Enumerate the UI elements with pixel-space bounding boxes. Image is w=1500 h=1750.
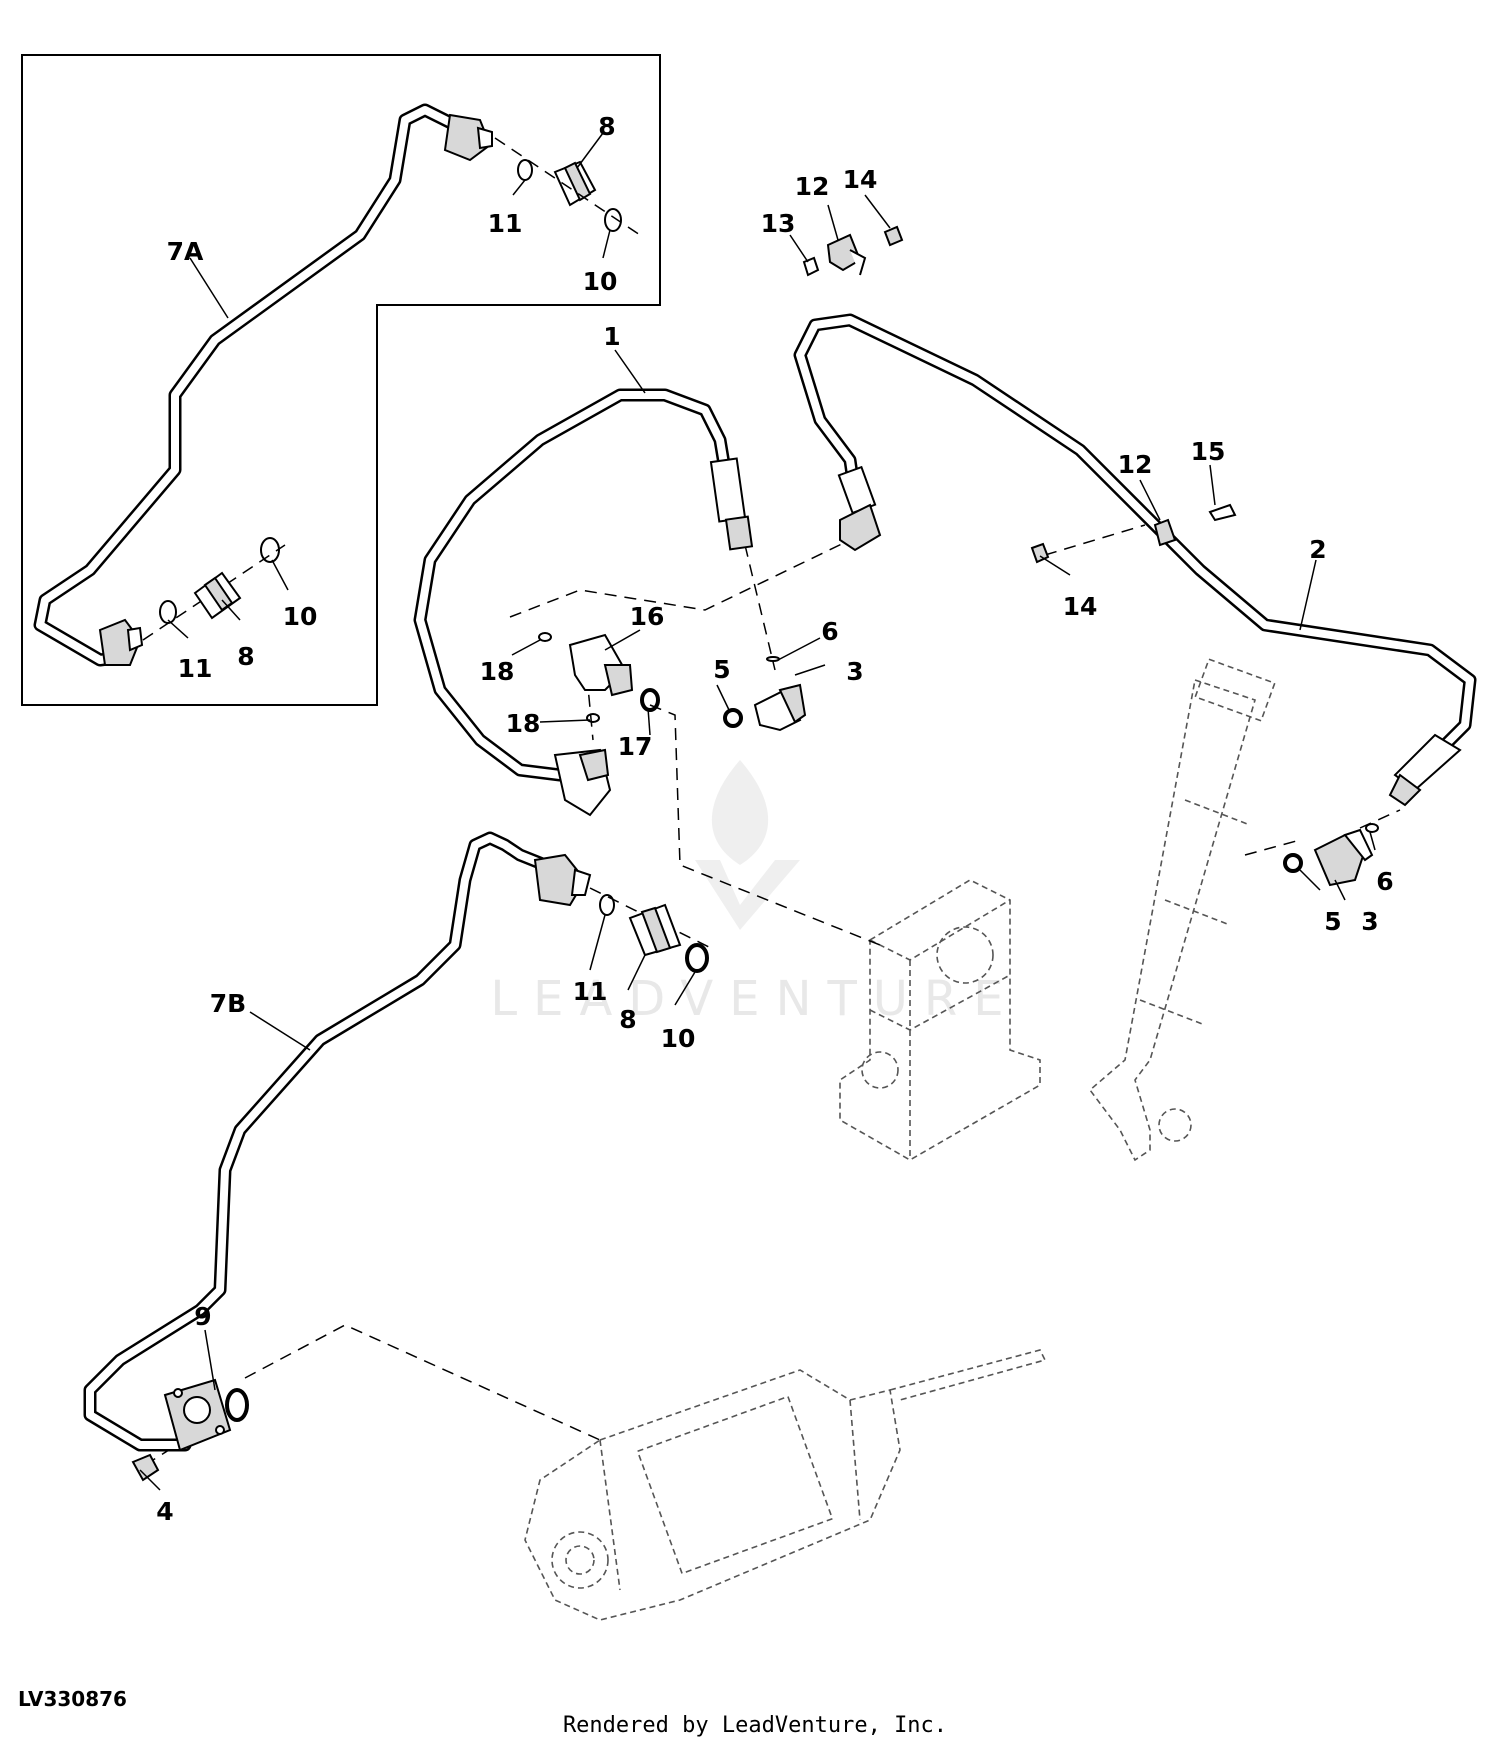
clamp-12-lower [1030, 503, 1237, 564]
callout-14-upper: 14 [843, 165, 878, 194]
flange-9 [131, 1378, 249, 1482]
tube-7a [33, 103, 493, 667]
callout-9: 9 [194, 1302, 211, 1331]
figure-id: LV330876 [18, 1687, 127, 1711]
callout-5-left: 5 [713, 655, 730, 684]
callout-16: 16 [630, 602, 665, 631]
fitting-8-7b [589, 887, 716, 973]
callout-7b: 7B [210, 989, 246, 1018]
elbow-fitting-3-left [723, 656, 807, 732]
callout-18-upper: 18 [480, 657, 515, 686]
callout-13: 13 [761, 209, 796, 238]
callout-6-right: 6 [1376, 867, 1393, 896]
callout-5-right: 5 [1324, 907, 1341, 936]
callout-7a: 7A [167, 237, 204, 266]
callout-12-upper: 12 [795, 172, 830, 201]
callout-8-inset-upper: 8 [598, 112, 615, 141]
hose-1 [413, 388, 754, 817]
inset-frame-7a [21, 54, 661, 706]
callout-8-7b: 8 [619, 1005, 636, 1034]
callout-10-inset-upper: 10 [583, 267, 618, 296]
tube-7b [83, 831, 592, 1452]
clamp-12-upper [802, 225, 904, 277]
control-valve-outline [839, 879, 1041, 1161]
fitting-8-inset-upper [494, 137, 641, 236]
tee-fitting-16 [538, 632, 660, 723]
elbow-fitting-3-right [1283, 823, 1379, 887]
callout-17: 17 [618, 732, 653, 761]
callout-11-7b: 11 [573, 977, 608, 1006]
callouts: 1 2 3 3 4 5 5 6 6 7A 7B 8 8 8 9 10 10 10… [156, 112, 1393, 1526]
callout-11-inset-upper: 11 [488, 209, 523, 238]
callout-3-right: 3 [1361, 907, 1378, 936]
callout-2: 2 [1309, 535, 1326, 564]
callout-18-lower: 18 [506, 709, 541, 738]
callout-11-inset-lower: 11 [178, 654, 213, 683]
callout-14-lower: 14 [1063, 592, 1098, 621]
cylinder-outline [1088, 658, 1276, 1162]
fitting-8-inset-lower [142, 537, 286, 641]
watermark-text: LEADVENTURE [490, 971, 1019, 1027]
pump-outline [524, 1349, 1047, 1621]
leader-lines [139, 132, 1376, 1491]
callout-10-7b: 10 [661, 1024, 696, 1053]
callout-3-left: 3 [846, 657, 863, 686]
callout-6-left: 6 [821, 617, 838, 646]
callout-15: 15 [1191, 437, 1226, 466]
callout-10-inset-lower: 10 [283, 602, 318, 631]
watermark: LEADVENTURE [490, 760, 1019, 1027]
callout-8-inset-lower: 8 [237, 642, 254, 671]
callout-4: 4 [156, 1497, 173, 1526]
callout-12-lower: 12 [1118, 450, 1153, 479]
render-credit: Rendered by LeadVenture, Inc. [563, 1713, 947, 1738]
callout-1: 1 [603, 322, 620, 351]
hose-2 [793, 313, 1477, 807]
